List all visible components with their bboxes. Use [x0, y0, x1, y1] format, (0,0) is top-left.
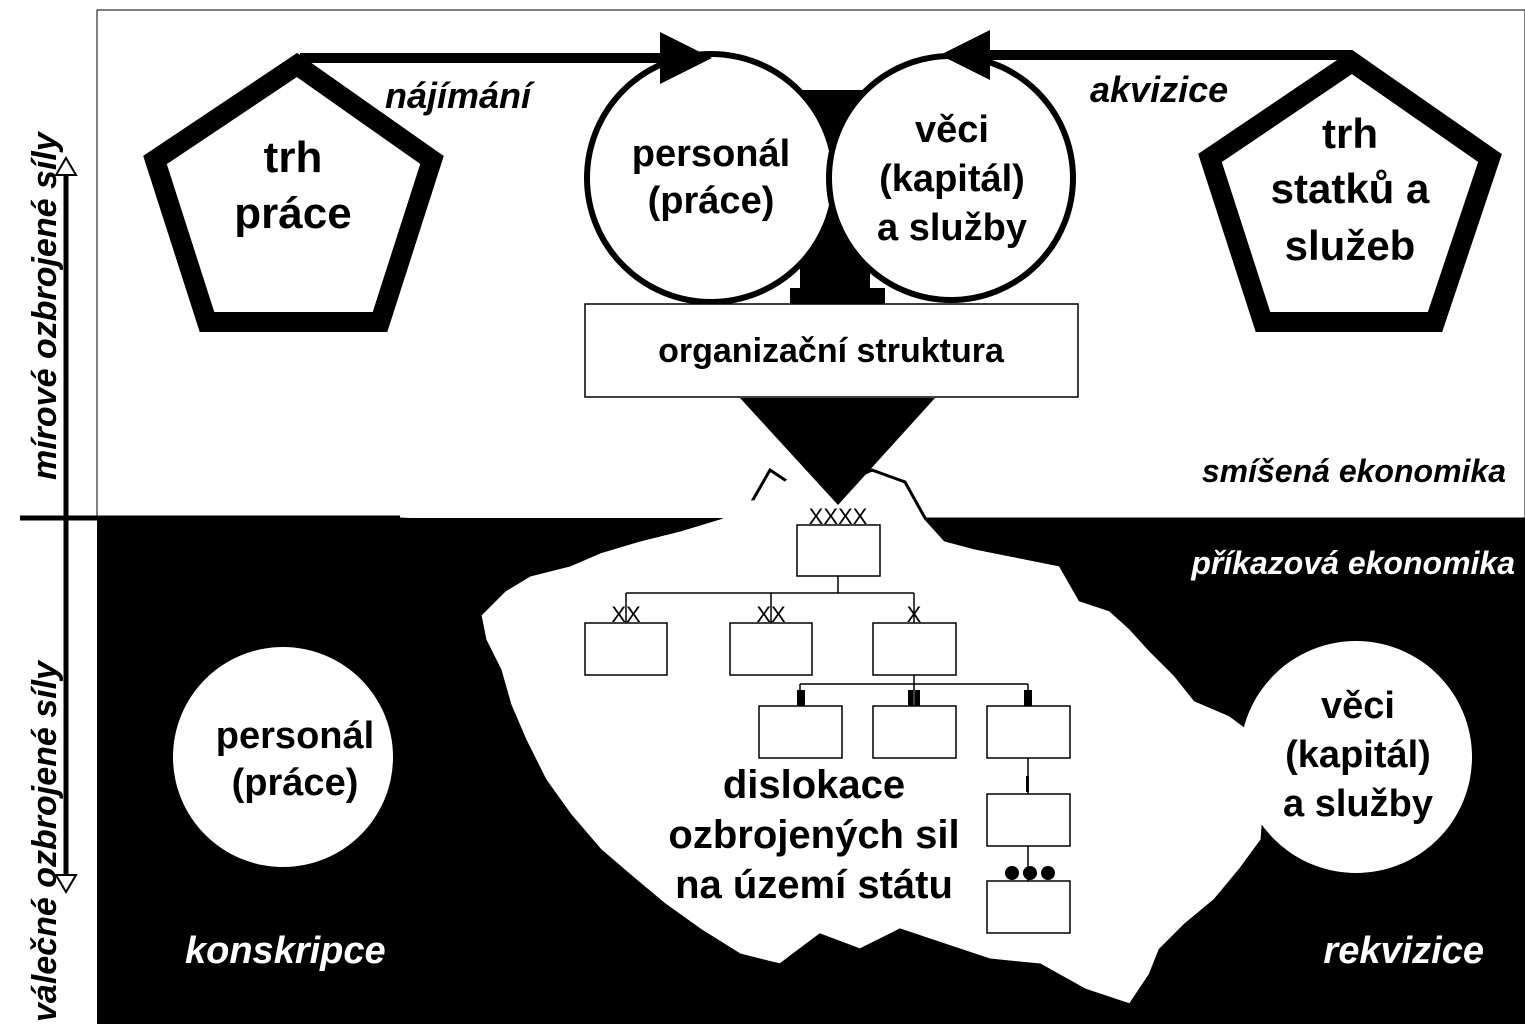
- conscription-label: konskripce: [185, 930, 386, 972]
- org-structure-label: organizační struktura: [658, 332, 1005, 370]
- hiring-arrowhead: [660, 32, 712, 84]
- level3-mark-b2: [915, 690, 920, 706]
- dislocation-line1: dislokace: [723, 763, 905, 807]
- org-unit-l2-b: [729, 622, 813, 676]
- acquisition-arrowhead: [940, 30, 990, 80]
- war-label: válečné ozbrojené síly: [26, 659, 64, 1022]
- things-bottom-line3: a služby: [1283, 783, 1433, 825]
- level5-dot-1: [1005, 866, 1019, 880]
- org-unit-l2-c: [872, 622, 957, 676]
- funnel-triangle: [740, 398, 935, 505]
- things-top-line3: a služby: [877, 207, 1027, 249]
- org-structure-box: [584, 303, 1079, 398]
- mixed-economy-label: smíšená ekonomika: [1202, 453, 1506, 489]
- level5-dot-3: [1041, 866, 1055, 880]
- org-l2-mark-c: X: [907, 602, 922, 627]
- requisition-label: rekvizice: [1323, 930, 1484, 972]
- acquisition-label: akvizice: [1090, 69, 1228, 110]
- hiring-label: nájímání: [385, 75, 535, 116]
- org-unit-l3-b: [872, 705, 957, 759]
- level5-dot-2: [1023, 866, 1037, 880]
- org-chart: [584, 524, 1071, 934]
- personnel-circle-bottom: [173, 647, 393, 867]
- org-unit-l3-c: [986, 705, 1071, 759]
- org-l2-mark-a: XX: [611, 602, 641, 627]
- goods-market-line3: služeb: [1285, 222, 1416, 269]
- down-arrow-icon: [54, 874, 78, 894]
- things-circle-bottom: [1240, 641, 1472, 873]
- org-unit-l2-a: [584, 622, 668, 676]
- org-unit-top: [796, 524, 881, 577]
- org-top-mark: XXXX: [809, 504, 868, 529]
- level3-mark-b1: [908, 690, 913, 706]
- up-arrow-icon: [54, 156, 78, 176]
- things-bottom-line1: věci: [1321, 685, 1395, 727]
- goods-market-line2: statků a: [1271, 165, 1430, 212]
- personnel-top-line2: (práce): [648, 180, 775, 222]
- personnel-circle-top: [584, 51, 838, 305]
- peace-label: mírové ozbrojené síly: [26, 130, 64, 480]
- dislocation-line3: na území státu: [675, 863, 953, 907]
- personnel-bottom-line1: personál: [216, 715, 374, 757]
- things-top-line1: věci: [915, 109, 989, 151]
- labor-market-line2: práce: [234, 189, 351, 238]
- connector-base: [790, 288, 885, 304]
- org-unit-l5: [986, 880, 1071, 934]
- level3-mark-c: [1024, 690, 1032, 706]
- dislocation-line2: ozbrojených sil: [668, 813, 959, 857]
- things-top-line2: (kapitál): [879, 158, 1025, 200]
- org-l2-mark-b: XX: [756, 602, 786, 627]
- personnel-top-line1: personál: [632, 133, 790, 175]
- org-unit-l3-a: [758, 705, 843, 759]
- things-bottom-line2: (kapitál): [1285, 734, 1431, 776]
- org-unit-l4: [986, 793, 1071, 847]
- goods-market-line1: trh: [1322, 110, 1378, 157]
- map-border-overlap: [400, 470, 925, 518]
- goods-market-pentagon: [1198, 49, 1502, 332]
- command-economy-label: příkazová ekonomika: [1190, 545, 1515, 581]
- level4-mark: [1026, 776, 1029, 792]
- labor-market-line1: trh: [264, 133, 323, 182]
- personnel-bottom-line2: (práce): [232, 762, 359, 804]
- labor-market-pentagon: [143, 52, 444, 332]
- level3-mark-a: [797, 690, 805, 706]
